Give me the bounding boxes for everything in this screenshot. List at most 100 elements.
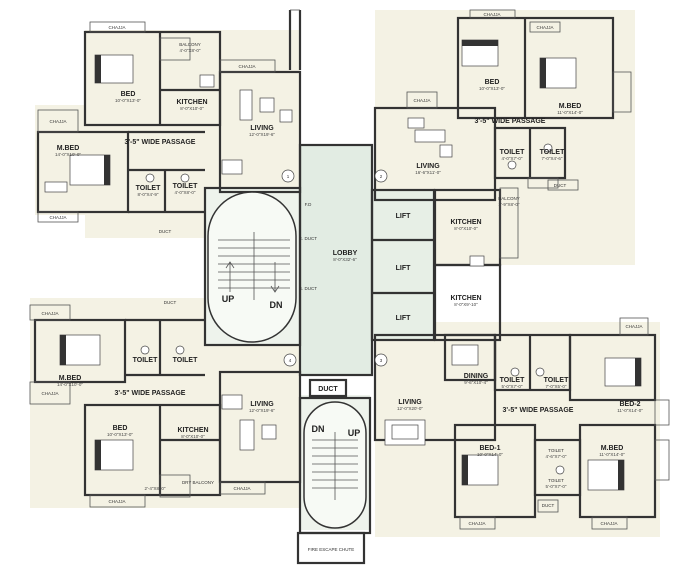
mr-dining-label: DINING [464,373,489,380]
tr-toilet2-dim: 7'-0"X4'-6" [542,156,563,161]
tr-duct-label: DUCT [554,183,567,188]
br-passage-label: 3'-5" WIDE PASSAGE [503,407,574,414]
tr-mbed-dim: 11'-0"X14'-0" [557,110,583,115]
tr-living-label: LIVING [416,163,440,170]
bl-toilet2-label: TOILET [173,357,198,364]
chajja-label: CHAJJA [483,12,500,17]
tr-passage-label: 3'-5" WIDE PASSAGE [475,118,546,125]
br-toilet4-dim: 5'-0"X7'-0" [546,484,567,489]
fire-staircase [303,401,367,529]
bl-dry-balcony-dim: 2'-4"X8'-0" [145,486,166,491]
br-toilet3-label: TOILET [548,448,564,453]
chajja-label: CHAJJA [600,521,617,526]
core-duct-label: DUCT [318,386,338,393]
bl-passage-label: 3'-5" WIDE PASSAGE [115,390,186,397]
br-duct-label: DUCT [542,503,555,508]
marker-2: 2 [380,174,383,179]
furniture [44,39,642,491]
br-living-dim: 12'-0"X20'-0" [397,406,423,411]
br-toilet1-label: TOILET [500,377,525,384]
tr-bed-label: BED [485,79,500,86]
lobby-label: LOBBY [333,250,358,257]
tl-toilet2-dim: 4'-0"X8'-0" [175,190,196,195]
br-bed2-label: BED-2 [619,401,640,408]
tr-toilet1-label: TOILET [500,149,525,156]
tr-living-dim: 16'-6"X11'-0" [415,170,441,175]
chajja-label: CHAJJA [468,521,485,526]
fire-stair-dn-label: DN [312,424,325,434]
bl-duct-label: DUCT [164,300,177,305]
tr-balcony-dim: 3'-9"X8'-0" [499,202,520,207]
tl-balcony-dim: 4'-0"X8'-0" [180,48,201,53]
chajja-label: CHAJJA [49,119,66,124]
lobby-markers: 1 2 3 4 [281,169,388,367]
bl-living-label: LIVING [250,401,274,408]
bl-mbed-label: M.BED [59,375,82,382]
unit-bottom-right: LIVING 12'-0"X20'-0" TOILET 5'-0"X7'-0" … [397,377,643,508]
lift-2-label: LIFT [396,265,411,272]
core-s-duct-label: S. DUCT [299,286,317,291]
unit-mid-right: KITCHEN 8'-0"X9'-10" DINING 9'-6"X10'-4" [450,295,488,385]
chajja-label: CHAJJA [536,25,553,30]
tr-bed-dim: 10'-0"X13'-0" [479,86,505,91]
floor-fills [30,10,660,537]
lobby-dim: 8'-0"X32'-6" [333,257,357,262]
tr-kitchen-dim: 8'-0"X10'-0" [454,226,478,231]
tl-toilet1-dim: 8'-0"X4'-9" [138,192,159,197]
br-living-label: LIVING [398,399,422,406]
tl-toilet1-label: TOILET [136,185,161,192]
chajja-label: CHAJJA [238,64,255,69]
tl-bed-label: BED [121,91,136,98]
chajja-label: CHAJJA [49,215,66,220]
tl-kitchen-label: KITCHEN [176,99,207,106]
bl-kitchen-label: KITCHEN [177,427,208,434]
unit-bottom-left: M.BED 14'-0"X10'-0" TOILET TOILET 3'-5" … [57,300,275,491]
chajja-label: CHAJJA [233,486,250,491]
br-bed1-dim: 10'-0"X14'-0" [477,452,503,457]
bl-dry-balcony-label: DRY BALCONY [182,480,214,485]
unit-top-left: BED 10'-0"X13'-0" KITCHEN 8'-0"X10'-0" B… [55,42,275,234]
tl-mbed-label: M.BED [57,145,80,152]
lift-1-label: LIFT [396,213,411,220]
tl-living-dim: 12'-0"X19'-6" [249,132,275,137]
chajja-label: CHAJJA [108,25,125,30]
tl-balcony-label: BALCONY [179,42,201,47]
chajja-label: CHAJJA [625,324,642,329]
br-toilet2-dim: 7'-0"X5'-0" [546,384,567,389]
bl-bed-label: BED [113,425,128,432]
fire-stair-up-label: UP [348,428,361,438]
unit-top-right: BED 10'-0"X13'-0" M.BED 11'-0"X14'-0" 3'… [415,79,583,231]
tr-balcony-label: BALCONY [498,196,520,201]
central-core: F.D E. DUCT S. DUCT UP DN LOBBY 8'-0"X32… [222,202,411,552]
br-toilet4-label: TOILET [548,478,564,483]
tl-mbed-dim: 14'-0"X10'-0" [55,152,81,157]
tl-bed-dim: 10'-0"X13'-0" [115,98,141,103]
chajja-labels: CHAJJA CHAJJA CHAJJA CHAJJA CHAJJA CHAJJ… [41,12,642,526]
tl-kitchen-dim: 8'-0"X10'-0" [180,106,204,111]
chajja-projections [29,9,670,530]
marker-4: 4 [289,358,292,363]
bl-kitchen-dim: 8'-0"X10'-0" [181,434,205,439]
bl-bed-dim: 10'-0"X13'-0" [107,432,133,437]
chajja-label: CHAJJA [413,98,430,103]
tl-toilet2-label: TOILET [173,183,198,190]
bl-toilet1-label: TOILET [133,357,158,364]
tl-living-label: LIVING [250,125,274,132]
tl-passage-label: 3'-5" WIDE PASSAGE [125,139,196,146]
main-staircase [207,191,297,343]
chajja-label: CHAJJA [108,499,125,504]
br-toilet3-dim: 4'-6"X7'-0" [546,454,567,459]
br-toilet1-dim: 5'-0"X7'-0" [502,384,523,389]
lift-3-label: LIFT [396,315,411,322]
mr-kitchen-label: KITCHEN [450,295,481,302]
chajja-label: CHAJJA [41,311,58,316]
br-mbed-dim: 11'-0"X14'-0" [599,452,625,457]
bl-living-dim: 12'-0"X19'-6" [249,408,275,413]
mr-kitchen-dim: 8'-0"X9'-10" [454,302,478,307]
tr-toilet2-label: TOILET [540,149,565,156]
tr-toilet1-dim: 4'-0"X7'-0" [502,156,523,161]
mr-dining-dim: 9'-6"X10'-4" [464,380,488,385]
stair-up-label: UP [222,294,235,304]
br-bed1-label: BED-1 [479,445,500,452]
